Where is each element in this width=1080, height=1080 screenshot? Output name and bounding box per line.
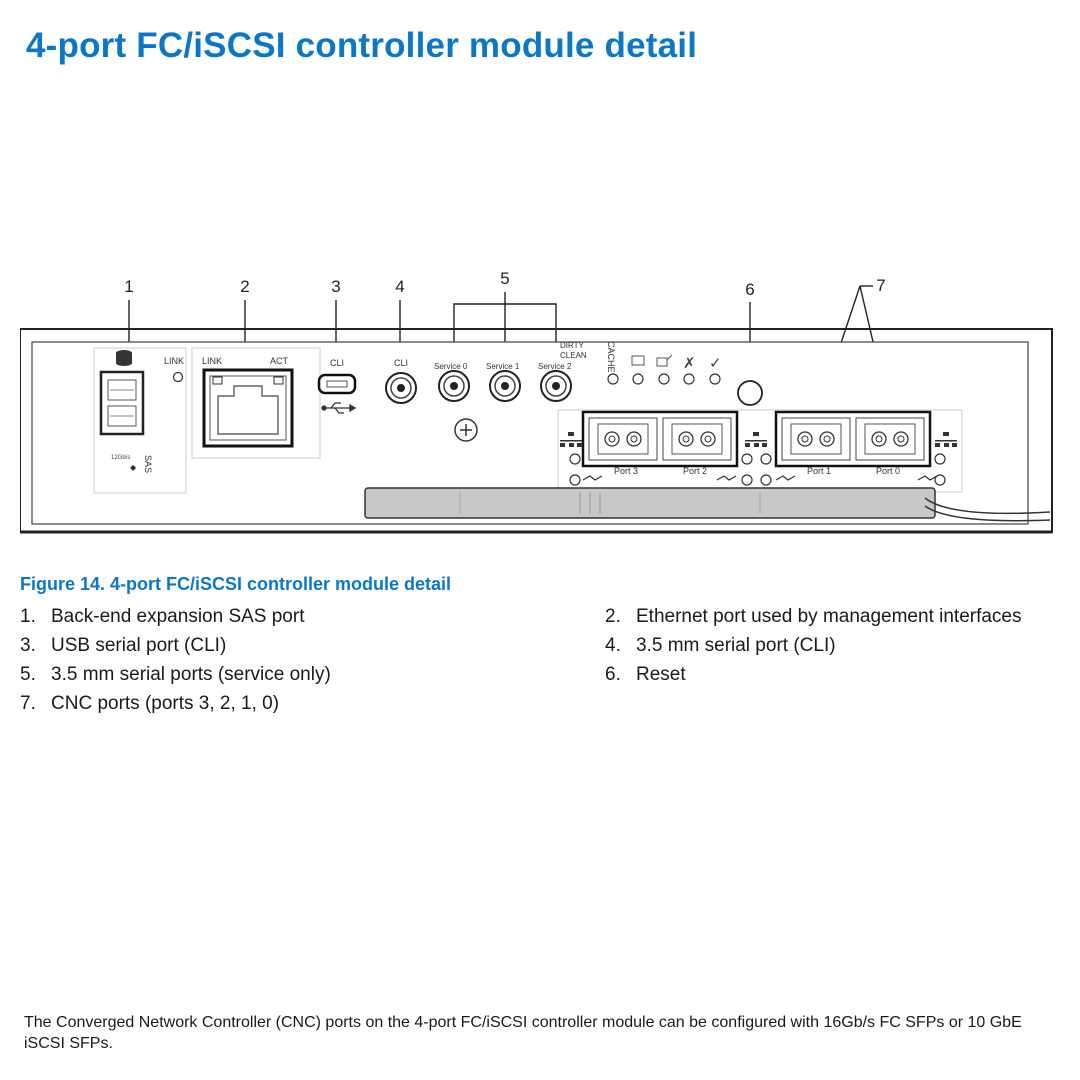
sas-port-area: LINK 12Gb/s SAS ◆ <box>93 347 187 494</box>
reset-button[interactable] <box>737 380 763 406</box>
fault-led <box>683 373 695 385</box>
legend-item-text: Back-end expansion SAS port <box>51 606 305 627</box>
clean-label: CLEAN <box>560 351 587 360</box>
power-icon <box>656 354 673 367</box>
cli-jack-label: CLI <box>394 358 408 368</box>
service-port-0[interactable] <box>438 370 470 402</box>
callout-1: 1 <box>124 277 133 296</box>
sas-link-led <box>172 371 184 383</box>
legend-item-number: 4. <box>605 635 621 656</box>
service-ports-area: Service 0 Service 1 Service 2 <box>434 362 572 442</box>
locator-icon <box>631 355 645 366</box>
cnc-port-3[interactable] <box>588 417 658 461</box>
footer-paragraph: The Converged Network Controller (CNC) p… <box>24 1014 1022 1052</box>
legend-item: 5. 3.5 mm serial ports (service only) <box>20 664 331 686</box>
usb-cli-port-area: CLI <box>317 358 357 414</box>
service-port-1[interactable] <box>489 370 521 402</box>
power-led <box>658 373 670 385</box>
sas-speed-label: 12Gb/s <box>111 455 130 461</box>
eth-act-label: ACT <box>270 356 289 366</box>
controller-module-svg: 1 2 3 4 5 6 7 LINK <box>20 269 1053 534</box>
legend-item: 3. USB serial port (CLI) <box>20 635 226 657</box>
sas-marker: ◆ <box>130 463 137 472</box>
legend-item-text: 3.5 mm serial port (CLI) <box>636 635 836 656</box>
status-led-area: DIRTY CLEAN CACHE ✗ ✓ <box>560 341 722 385</box>
legend-item: 7. CNC ports (ports 3, 2, 1, 0) <box>20 693 279 715</box>
cache-led <box>607 373 619 385</box>
ethernet-port-area: LINK ACT <box>191 347 321 459</box>
legend-item-text: Reset <box>636 664 686 685</box>
fault-x-icon: ✗ <box>683 355 696 372</box>
legend-item-number: 6. <box>605 664 621 685</box>
cache-label: CACHE <box>606 341 616 373</box>
cnc-port-area: Port 3 Port 2 Port 1 Port 0 <box>557 409 963 493</box>
cnc-port-1[interactable] <box>781 417 851 461</box>
port1-label: Port 1 <box>807 466 831 476</box>
eth-link-label: LINK <box>202 356 222 366</box>
sas-label: SAS <box>143 455 153 473</box>
locator-led <box>632 373 644 385</box>
eth-link-led <box>212 376 223 385</box>
network-icon <box>745 432 767 447</box>
port2-label: Port 2 <box>683 466 707 476</box>
service1-label: Service 1 <box>486 362 520 371</box>
sas-link-label: LINK <box>164 356 184 366</box>
port0-label: Port 0 <box>876 466 900 476</box>
dirty-label: DIRTY <box>560 341 585 350</box>
legend-item-text: Ethernet port used by management interfa… <box>636 606 1022 627</box>
legend-item-text: CNC ports (ports 3, 2, 1, 0) <box>51 693 280 714</box>
callout-2: 2 <box>240 277 249 296</box>
callout-7: 7 <box>876 276 885 295</box>
figure-caption: Figure 14. 4-port FC/iSCSI controller mo… <box>20 574 452 594</box>
callout-6: 6 <box>745 280 754 299</box>
port3-label: Port 3 <box>614 466 638 476</box>
legend-item-text: 3.5 mm serial ports (service only) <box>51 664 331 685</box>
callout-5: 5 <box>500 269 509 288</box>
service0-label: Service 0 <box>434 362 468 371</box>
usb-cli-label: CLI <box>330 358 344 368</box>
sas-port[interactable] <box>99 370 145 436</box>
legend-item-number: 3. <box>20 635 36 656</box>
eth-act-led <box>273 376 284 385</box>
cnc-port-0[interactable] <box>855 417 925 461</box>
release-latch <box>364 487 1051 522</box>
callout-4: 4 <box>395 277 404 296</box>
link-arrows-icon <box>582 475 938 481</box>
legend-item-number: 7. <box>20 693 36 714</box>
screw-icon <box>454 418 478 442</box>
checkmark-icon: ✓ <box>709 355 722 372</box>
legend-item: 4. 3.5 mm serial port (CLI) <box>605 635 836 657</box>
legend-item: 6. Reset <box>605 664 686 686</box>
legend-item-text: USB serial port (CLI) <box>51 635 227 656</box>
cnc-port-2[interactable] <box>662 417 732 461</box>
cnc-port-leds <box>569 453 946 486</box>
network-icon <box>560 432 582 447</box>
legend-item: 2. Ethernet port used by management inter… <box>605 606 1022 628</box>
usb-icon <box>321 402 357 414</box>
network-icon <box>935 432 957 447</box>
ok-led <box>709 373 721 385</box>
callout-3: 3 <box>331 277 340 296</box>
controller-module-diagram: 1 2 3 4 5 6 7 LINK <box>20 262 1060 542</box>
legend-item-number: 2. <box>605 606 621 627</box>
stacked-disks-icon <box>116 350 132 366</box>
legend-item-number: 1. <box>20 606 36 627</box>
page-title: 4-port FC/iSCSI controller module detail <box>26 26 698 65</box>
cli-jack-area: CLI <box>385 358 417 404</box>
legend-item-number: 5. <box>20 664 36 685</box>
service-port-2[interactable] <box>540 370 572 402</box>
usb-serial-port[interactable] <box>317 373 357 395</box>
legend-item: 1. Back-end expansion SAS port <box>20 606 305 628</box>
service2-label: Service 2 <box>538 362 572 371</box>
